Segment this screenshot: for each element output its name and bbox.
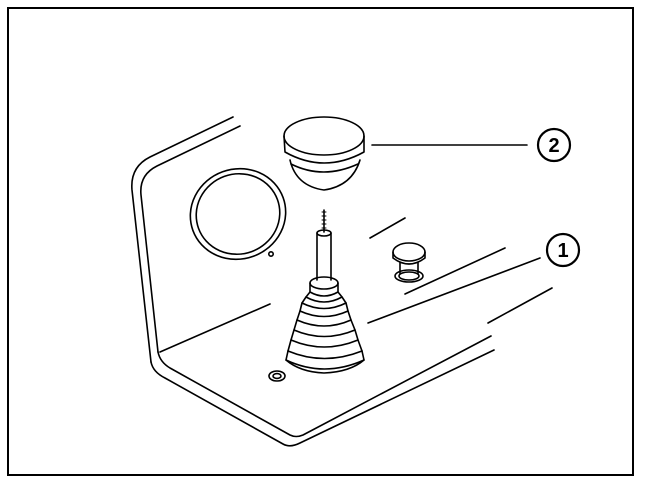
push-button — [392, 242, 426, 283]
callout-1: 1 — [545, 232, 581, 268]
callout-2: 2 — [536, 127, 572, 163]
callout-1-label: 1 — [557, 240, 568, 262]
callout-2-label: 2 — [548, 135, 559, 157]
gauge-ring — [189, 167, 287, 261]
joystick-boot — [285, 276, 365, 374]
joystick-knob-cap — [283, 116, 365, 191]
joystick-shaft — [316, 209, 332, 281]
console-panel — [131, 116, 553, 447]
panel-screw — [268, 370, 286, 382]
leader-line-1 — [367, 257, 541, 324]
figure-border — [7, 7, 634, 476]
